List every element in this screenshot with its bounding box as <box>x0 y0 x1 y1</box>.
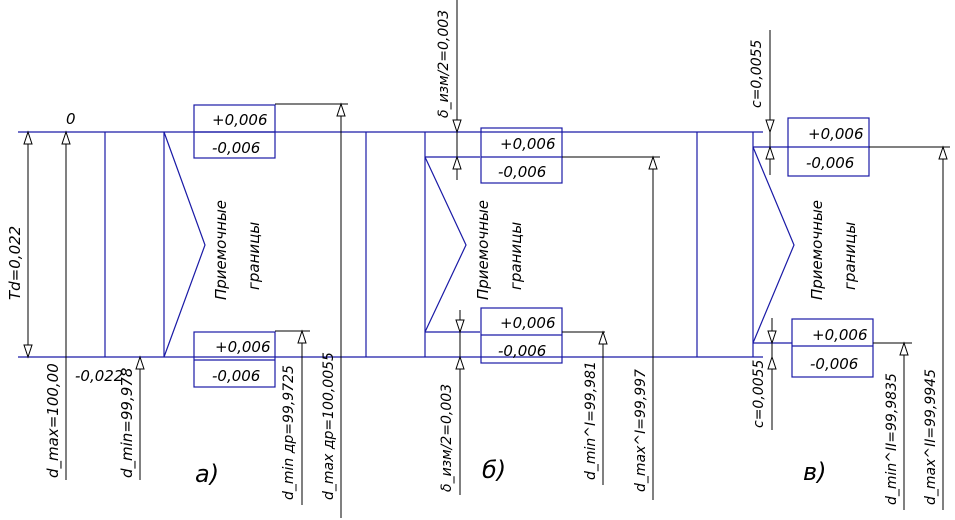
minus-label: -0,006 <box>498 342 546 360</box>
arrow-down-icon <box>765 119 775 134</box>
acceptance-wedge-a <box>163 131 206 358</box>
panel-letter-a: а) <box>195 460 219 488</box>
dmin-ii-label: d_min^II=99,9835 <box>884 373 900 505</box>
plus-label: +0,006 <box>215 338 271 356</box>
c-top-label: c=0,0055 <box>749 39 765 108</box>
arrow-up-icon <box>899 341 909 356</box>
zero-label: 0 <box>66 110 76 128</box>
panel-letter-b: б) <box>482 456 506 484</box>
arrow-up-icon <box>938 145 948 160</box>
dmax-ii-label: d_max^II=99,9945 <box>923 369 939 505</box>
acceptance-wedge-c <box>752 146 795 344</box>
bounds-label: границы <box>841 222 859 290</box>
minus-label: -0,006 <box>810 355 858 373</box>
tolerance-box-b-top <box>480 127 563 184</box>
panel-letter-c: в) <box>803 458 827 486</box>
arrow-down-icon <box>767 330 777 345</box>
td-label: Td=0,022 <box>6 226 24 300</box>
minus-label: -0,006 <box>498 163 546 181</box>
plus-label: +0,006 <box>812 326 868 344</box>
arrow-up-icon <box>765 145 775 160</box>
arrow-down-icon <box>452 119 462 134</box>
acceptance-label: Приемочные <box>212 200 230 300</box>
dmax-i-label: d_max^I=99,997 <box>633 369 649 492</box>
bounds-label: границы <box>507 222 525 290</box>
dmax-label: d_max=100,00 <box>44 363 63 478</box>
minus-label: -0,006 <box>212 367 260 385</box>
arrow-down-icon <box>455 319 465 334</box>
plus-label: +0,006 <box>500 314 556 332</box>
arrow-up-icon <box>455 355 465 370</box>
arrow-up-icon <box>336 102 346 117</box>
arrow-up-icon <box>23 130 33 145</box>
acceptance-label: Приемочные <box>474 200 492 300</box>
arrow-up-icon <box>135 355 145 370</box>
arrow-up-icon <box>452 155 462 170</box>
delta-top-label: δ_изм/2=0,003 <box>436 10 452 118</box>
minus-label: -0,006 <box>806 154 854 172</box>
plus-label: +0,006 <box>212 111 268 129</box>
arrow-down-icon <box>23 344 33 359</box>
lower-deviation-label: -0,022 <box>75 367 123 385</box>
arrow-up-icon <box>767 355 777 370</box>
tolerance-box-c-bottom <box>791 318 874 378</box>
arrow-up-icon <box>61 130 71 145</box>
delta-bottom-label: δ_изм/2=0,003 <box>439 384 455 492</box>
dmax-dr-label: d_max др=100,0055 <box>321 352 337 500</box>
arrow-up-icon <box>297 329 307 344</box>
arrow-up-icon <box>598 330 608 345</box>
acceptance-wedge-b <box>424 156 467 333</box>
minus-label: -0,006 <box>212 139 260 157</box>
acceptance-label: Приемочные <box>808 200 826 300</box>
bounds-label: границы <box>245 222 263 290</box>
arrow-up-icon <box>648 155 658 170</box>
dmin-dr-label: d_min др=99,9725 <box>281 365 297 500</box>
dmin-i-label: d_min^I=99,981 <box>583 361 599 480</box>
dmin-label: d_min=99,978 <box>118 368 137 478</box>
plus-label: +0,006 <box>808 125 864 143</box>
c-bottom-label: c=0,0055 <box>751 359 767 428</box>
plus-label: +0,006 <box>500 135 556 153</box>
